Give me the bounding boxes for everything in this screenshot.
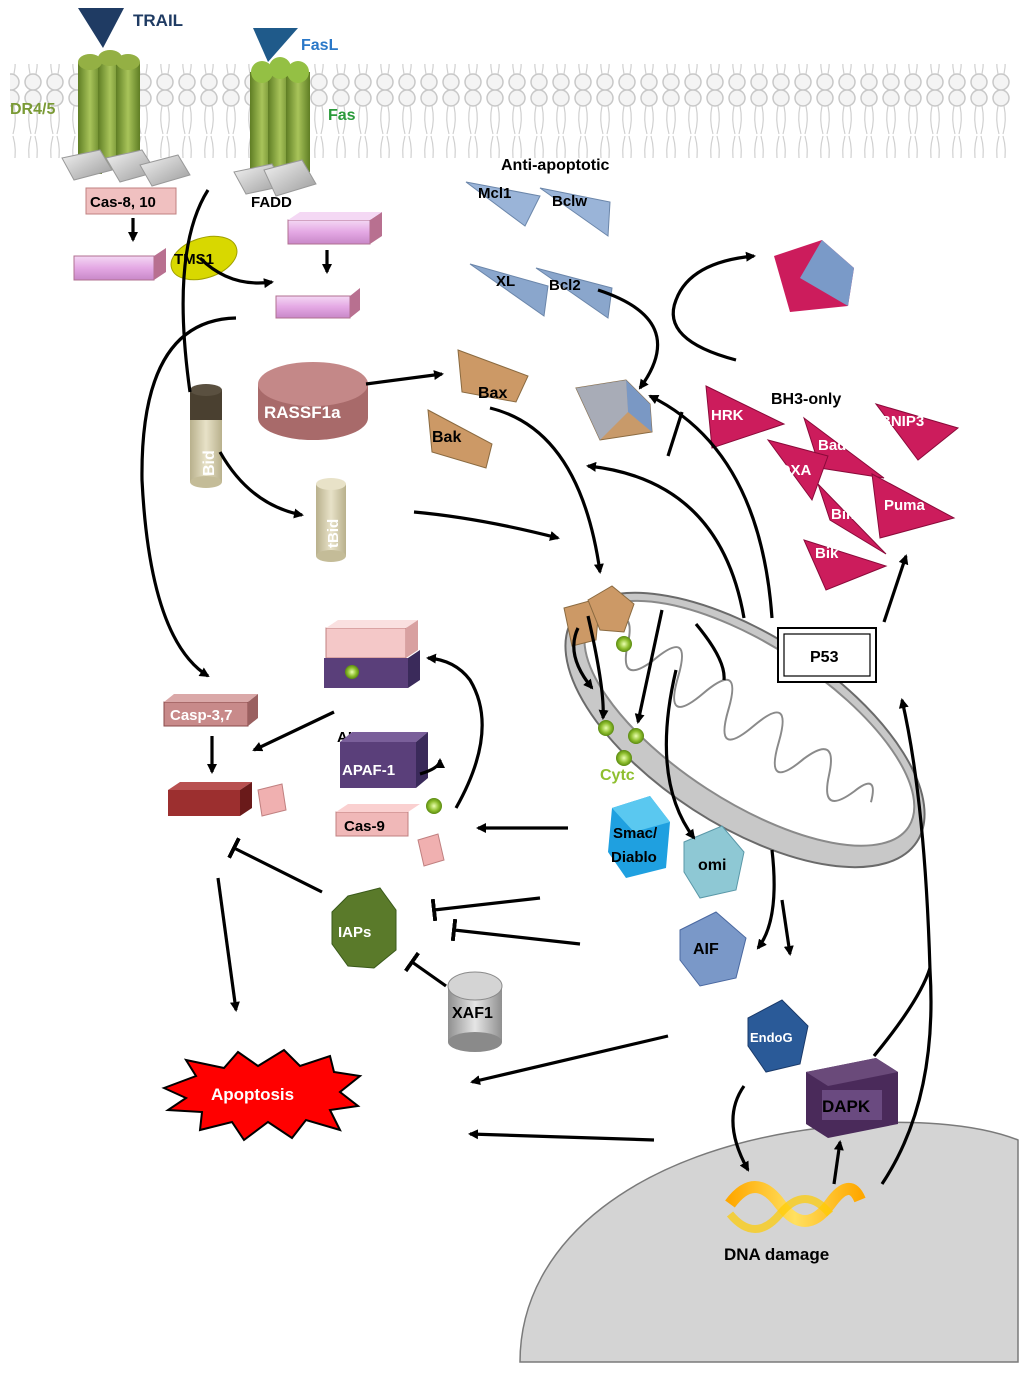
pathway-arrows [128,189,933,1185]
smac-label-line1: Smac/ [613,825,658,842]
bax-bcl2-complex [575,379,653,441]
cytc-ball-cas9 [426,798,442,814]
aif-label: AIF [693,941,719,958]
bik-label: Bik [815,545,839,562]
hrk-label: HRK [711,407,744,424]
dna-wave-icon [725,1181,866,1227]
bax-shape [457,349,529,403]
bak-label: Bak [432,429,461,446]
bclw-label: Bclw [552,193,587,210]
dna-damage-label: DNA damage [724,1245,829,1264]
caspase-bar-left-2 [73,248,166,281]
mitochondrion [564,591,926,869]
cytc-label: Cytc [600,767,635,784]
bax-pore-2 [587,585,635,633]
cytc-ball-3 [628,728,644,744]
xl-shape [469,263,549,317]
apoptosis-label: Apoptosis [211,1085,294,1104]
adaptor-grey-left-3 [139,154,191,187]
bid-label: Bid [201,450,218,476]
cas8-10-label: Cas-8, 10 [90,194,156,211]
smac-label-line2: Diablo [611,849,657,866]
casp3-7-box [163,701,249,727]
fasl-label: FasL [301,37,339,54]
bik-shape [803,539,888,591]
apaf1-text: APAF-1 [342,762,395,779]
fas-receptor [250,57,310,172]
cas9-small-piece [417,833,445,867]
bnip3-shape [874,403,960,461]
casp-active-small [257,783,287,817]
smac-diablo-shape [608,796,670,878]
p53-label: P53 [810,649,839,666]
dapk-box [806,1058,898,1138]
cytc-ball-apoptosome [345,665,359,679]
apoptosome-complex [324,620,420,688]
cytc-ball-1 [616,636,632,652]
caspase-bar-fas-2 [275,288,360,319]
bak-shape [427,409,493,469]
fadd-label: FADD [251,194,292,211]
fas-label: Fas [328,107,356,124]
dapk-label: DAPK [822,1097,871,1116]
nucleus [519,1121,1019,1363]
anti-apoptotic-title: Anti-apoptotic [501,157,610,174]
apoptosis-starburst [161,1048,363,1142]
fasl-ligand-icon [253,28,298,62]
bim-label: Bim [831,506,859,523]
dr45-label: DR4/5 [10,101,55,118]
rassf1a-label: RASSF1a [264,403,341,422]
tbid-cylinder [316,478,346,562]
casp-active-large [168,790,240,816]
bcl2-label: Bcl2 [549,277,581,294]
omi-label: omi [698,857,726,874]
xl-label: XL [496,273,515,290]
tbid-label: tBid [325,519,342,548]
mcl1-shape [465,181,541,227]
puma-shape [871,473,956,539]
noxa-label: NOXA [768,462,812,479]
omi-shape [683,825,745,899]
casp3-7-label: Casp-3,7 [170,707,233,724]
apaf1-box [340,732,428,788]
iaps-shape [331,887,397,969]
hrk-shape [705,385,786,449]
iaps-label: IAPs [338,924,371,941]
endog-shape [747,999,809,1073]
cas8-10-box [85,187,177,215]
bim-shape [817,483,887,555]
bax-label: Bax [478,385,507,402]
fadd-grey-2 [263,159,317,197]
cytc-ball-4 [616,750,632,766]
cytc-ball-2 [598,720,614,736]
mcl1-label: Mcl1 [478,185,511,202]
noxa-shape [766,439,829,502]
bcl2-bh3-complex [774,240,854,312]
trail-label: TRAIL [133,11,183,30]
cell-membrane [10,64,1014,158]
aif-shape [679,911,747,987]
puma-label: Puma [884,497,926,514]
trail-ligand-icon [78,8,124,48]
bclw-shape [539,187,611,237]
xaf1-label: XAF1 [452,1005,493,1022]
rassf1a-shape [258,362,368,440]
p53-box [777,627,877,683]
bcl2-shape [535,267,613,319]
xaf1-cylinder [447,971,503,1052]
cas9-label: Cas-9 [344,818,385,835]
bid-cylinder [190,384,222,488]
adaptor-grey-left-1 [61,149,113,181]
endog-label: EndoG [750,1030,793,1045]
bad-label: Bad [818,437,846,454]
caspase-bar-fas-1 [287,212,382,245]
bh3-only-title: BH3-only [771,391,841,408]
bnip3-label: BNIP3 [880,413,924,430]
cas9-box [335,811,409,837]
